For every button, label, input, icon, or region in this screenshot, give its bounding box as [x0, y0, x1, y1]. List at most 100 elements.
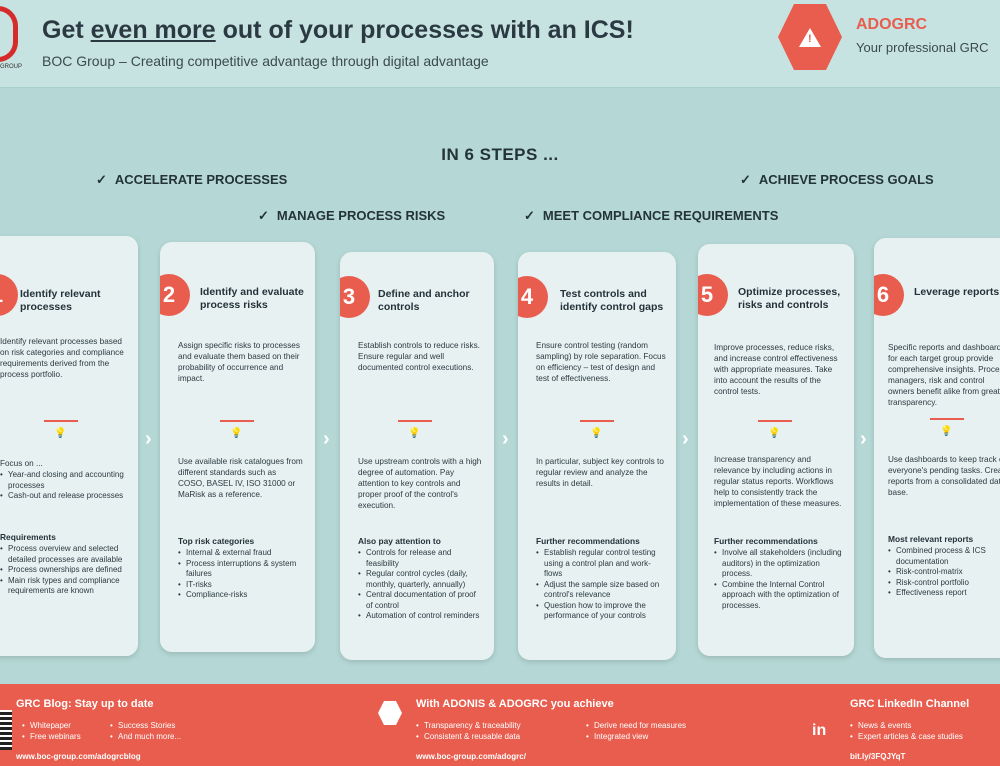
list-item: IT-risks	[178, 580, 303, 591]
warning-icon: !	[799, 27, 821, 47]
blog-title: GRC Blog: Stay up to date	[16, 698, 154, 710]
footer: GRC Blog: Stay up to date Whitepaper Fre…	[0, 684, 1000, 766]
step-text-2: Use upstream controls with a high degree…	[358, 457, 482, 510]
list-item: Derive need for measures	[586, 720, 686, 731]
separator	[580, 420, 614, 422]
risk-categories-list: Internal & external fraud Process interr…	[178, 548, 303, 601]
header: GROUP Get even more out of your processe…	[0, 0, 1000, 88]
chevron-right-icon: ›	[502, 428, 509, 450]
hexagon-icon	[378, 701, 402, 725]
step-text: Assign specific risks to processes and e…	[178, 341, 300, 383]
goal-label: MEET COMPLIANCE REQUIREMENTS	[542, 208, 779, 223]
step-number: 6	[874, 274, 904, 316]
linkedin-icon[interactable]: in	[812, 722, 827, 739]
list-item: Establish regular control testing using …	[536, 548, 666, 580]
list-item: Internal & external fraud	[178, 548, 303, 559]
list-item: Transparency & traceability	[416, 720, 521, 731]
list-item: Year-and closing and accounting processe…	[0, 470, 126, 491]
list-item: Combine the Internal Control approach wi…	[714, 580, 844, 612]
warning-hexagon: !	[778, 4, 842, 70]
requirements-list: Process overview and selected detailed p…	[0, 544, 126, 597]
step-title: Identify relevant processes	[20, 288, 101, 313]
brand-name: ADOGRC	[856, 16, 928, 33]
list-item: Regular control cycles (daily, monthly, …	[358, 569, 484, 590]
list-item: Process ownerships are defined	[0, 565, 126, 576]
reports-list: Combined process & ICS documentation Ris…	[888, 546, 1000, 599]
check-icon: ✓	[96, 172, 107, 187]
check-icon: ✓	[524, 208, 535, 223]
step-number: 4	[518, 276, 548, 318]
separator	[758, 420, 792, 422]
achieve-title: With ADONIS & ADOGRC you achieve	[416, 698, 614, 710]
adogrc-link[interactable]: www.boc-group.com/adogrc/	[416, 752, 526, 761]
goal-label: ACHIEVE PROCESS GOALS	[758, 172, 934, 187]
lightbulb-icon: 💡	[230, 428, 243, 439]
step-text-2: Increase transparency and relevance by i…	[714, 455, 842, 508]
linkedin-list: News & events Expert articles & case stu…	[850, 720, 963, 742]
lightbulb-icon: 💡	[590, 428, 603, 439]
list-item: Adjust the sample size based on control'…	[536, 580, 666, 601]
list-item: Cash-out and release processes	[0, 491, 126, 502]
linkedin-link[interactable]: bit.ly/3FQJYqT	[850, 752, 906, 761]
step-text-2: Use available risk catalogues from diffe…	[178, 457, 303, 499]
blog-link[interactable]: www.boc-group.com/adogrcblog	[16, 752, 141, 761]
list-item: Success Stories	[110, 720, 181, 731]
section-heading: Requirements	[0, 532, 56, 542]
chevron-right-icon: ›	[145, 428, 152, 450]
step-text: Establish controls to reduce risks. Ensu…	[358, 341, 480, 372]
goal-manage: ✓MANAGE PROCESS RISKS	[258, 208, 445, 224]
list-item: And much more...	[110, 731, 181, 742]
check-icon: ✓	[740, 172, 751, 187]
achieve-list-1: Transparency & traceability Consistent &…	[416, 720, 521, 742]
step-title: Leverage reports and dashboards	[914, 286, 1000, 298]
list-item: Question how to improve the performance …	[536, 601, 666, 622]
list-item: Risk-control portfolio	[888, 578, 1000, 589]
step-text-2: In particular, subject key controls to r…	[536, 457, 664, 488]
brand-tagline: Your professional GRC	[856, 40, 989, 55]
goal-achieve: ✓ ACHIEVE PROCESS GOALS	[740, 172, 934, 188]
boc-logo	[0, 6, 18, 62]
section-heading: Further recommendations	[714, 536, 818, 546]
page-title: Get even more out of your processes with…	[42, 16, 634, 45]
lightbulb-icon: 💡	[408, 428, 421, 439]
recommendations-list: Involve all stakeholders (including audi…	[714, 548, 844, 611]
step-number: 3	[340, 276, 370, 318]
list-item: Consistent & reusable data	[416, 731, 521, 742]
chevron-right-icon: ›	[682, 428, 689, 450]
list-item: Automation of control reminders	[358, 611, 484, 622]
step-card-1: 1 Identify relevant processes Identify r…	[0, 236, 138, 656]
list-item: Central documentation of proof of contro…	[358, 590, 484, 611]
lightbulb-icon: 💡	[768, 428, 781, 439]
lightbulb-icon: 💡	[940, 426, 953, 437]
steps-title: IN 6 STEPS ...	[441, 145, 559, 164]
title-emphasis: even more	[90, 16, 216, 44]
step-text: Improve processes, reduce risks, and inc…	[714, 343, 838, 396]
list-item: Compliance-risks	[178, 590, 303, 601]
step-title: Optimize processes, risks and controls	[738, 286, 841, 311]
linkedin-title: GRC LinkedIn Channel	[850, 698, 970, 710]
list-item: Process interruptions & system failures	[178, 559, 303, 580]
list-item: Process overview and selected detailed p…	[0, 544, 126, 565]
page-subtitle: BOC Group – Creating competitive advanta…	[42, 53, 489, 69]
step-number: 5	[698, 274, 728, 316]
separator	[398, 420, 432, 422]
qr-code-icon	[0, 710, 12, 750]
list-item: Free webinars	[22, 731, 81, 742]
lightbulb-icon: 💡	[54, 428, 67, 439]
title-post: out of your processes with an ICS!	[215, 16, 634, 44]
step-number: 1	[0, 274, 18, 316]
step-card-4: 4 Test controls and identify control gap…	[518, 252, 676, 660]
step-text: Specific reports and dashboards for each…	[888, 343, 1000, 407]
step-text-2: Use dashboards to keep track of everyone…	[888, 455, 1000, 497]
separator	[44, 420, 78, 422]
separator	[930, 418, 964, 420]
recommendations-list: Establish regular control testing using …	[536, 548, 666, 622]
section-heading: Also pay attention to	[358, 536, 441, 546]
step-text-2: Focus on ...	[0, 459, 43, 468]
list-item: Controls for release and feasibility	[358, 548, 484, 569]
section-heading: Top risk categories	[178, 536, 255, 546]
section-heading: Further recommendations	[536, 536, 640, 546]
title-pre: Get	[42, 16, 91, 44]
achieve-list-2: Derive need for measures Integrated view	[586, 720, 686, 742]
step-card-2: 2 Identify and evaluate process risks As…	[160, 242, 315, 652]
